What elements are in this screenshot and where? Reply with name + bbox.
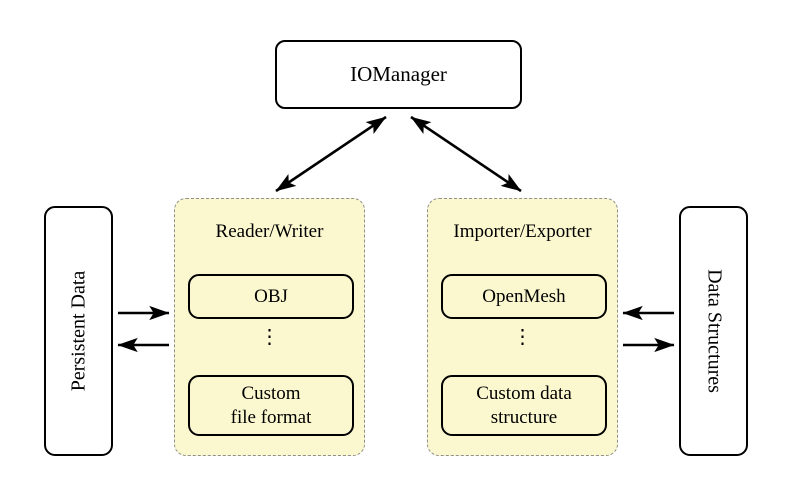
node-custom-data-structure[interactable]: Custom data structure	[441, 375, 607, 436]
connector-iomanager-importer-exporter	[410, 115, 522, 193]
node-custom-file-format-line1: Custom	[241, 383, 301, 405]
node-iomanager[interactable]: IOManager	[275, 40, 522, 109]
node-data-structures-label: Data Structures	[703, 269, 725, 393]
connector-iomanager-reader-writer	[275, 115, 387, 193]
node-custom-data-structure-label: Custom data structure	[476, 382, 572, 428]
node-iomanager-label: IOManager	[350, 62, 447, 86]
node-openmesh[interactable]: OpenMesh	[441, 274, 607, 319]
node-data-structures[interactable]: Data Structures	[679, 206, 748, 456]
node-custom-data-structure-line2: structure	[490, 406, 558, 428]
panel-reader-writer[interactable]: Reader/Writer OBJ ⋮ Custom file format	[174, 198, 365, 456]
node-custom-file-format[interactable]: Custom file format	[188, 375, 354, 436]
panel-importer-exporter-title: Importer/Exporter	[453, 221, 592, 242]
node-custom-data-structure-line1: Custom data	[476, 383, 572, 405]
node-persistent-data-label: Persistent Data	[67, 270, 89, 392]
panel-reader-writer-title: Reader/Writer	[215, 221, 324, 242]
node-custom-file-format-label: Custom file format	[231, 382, 312, 428]
node-openmesh-label: OpenMesh	[482, 285, 566, 307]
ellipsis-reader-writer: ⋮	[259, 326, 280, 348]
node-persistent-data[interactable]: Persistent Data	[44, 206, 113, 456]
ellipsis-importer-exporter: ⋮	[512, 326, 533, 348]
node-obj[interactable]: OBJ	[188, 274, 354, 319]
node-obj-label: OBJ	[254, 285, 288, 307]
panel-importer-exporter[interactable]: Importer/Exporter OpenMesh ⋮ Custom data…	[427, 198, 618, 456]
node-custom-file-format-line2: file format	[230, 406, 312, 428]
